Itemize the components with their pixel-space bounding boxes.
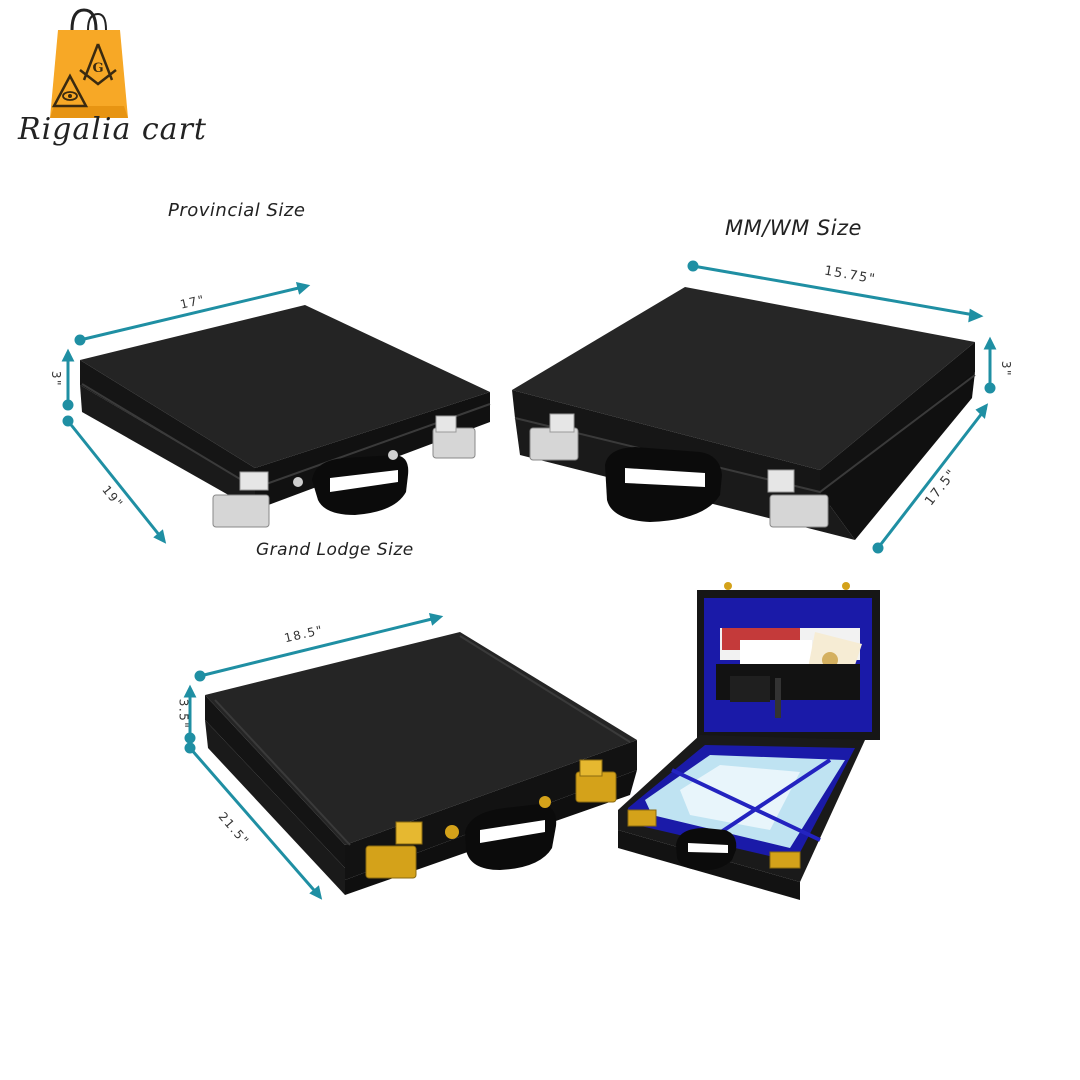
brand-name: Rigalia cart: [18, 112, 207, 147]
grand-lodge-width-line: [199, 615, 441, 678]
rigalia-cart-logo-icon: G: [50, 8, 128, 118]
provincial-case: [80, 305, 491, 528]
mmwm-case: [512, 287, 976, 540]
mmwm-depth-line: [876, 407, 988, 549]
provincial-height-label: 3": [49, 370, 64, 388]
grand-lodge-depth-line: [188, 747, 322, 898]
provincial-size-title: Provincial Size: [168, 200, 306, 221]
grand-lodge-case: [205, 632, 637, 895]
grand-lodge-size-title: Grand Lodge Size: [256, 540, 414, 560]
dimension-lines: [61, 260, 997, 900]
logo-g-letter: G: [92, 61, 103, 76]
open-case-photo: [618, 582, 880, 900]
grand-lodge-height-label: 3.5": [176, 698, 191, 730]
mmwm-height-label: 3": [999, 360, 1014, 378]
mmwm-size-title: MM/WM Size: [725, 216, 862, 240]
provincial-width-line: [79, 284, 308, 342]
mmwm-width-line: [692, 264, 981, 318]
provincial-depth-line: [66, 420, 166, 542]
